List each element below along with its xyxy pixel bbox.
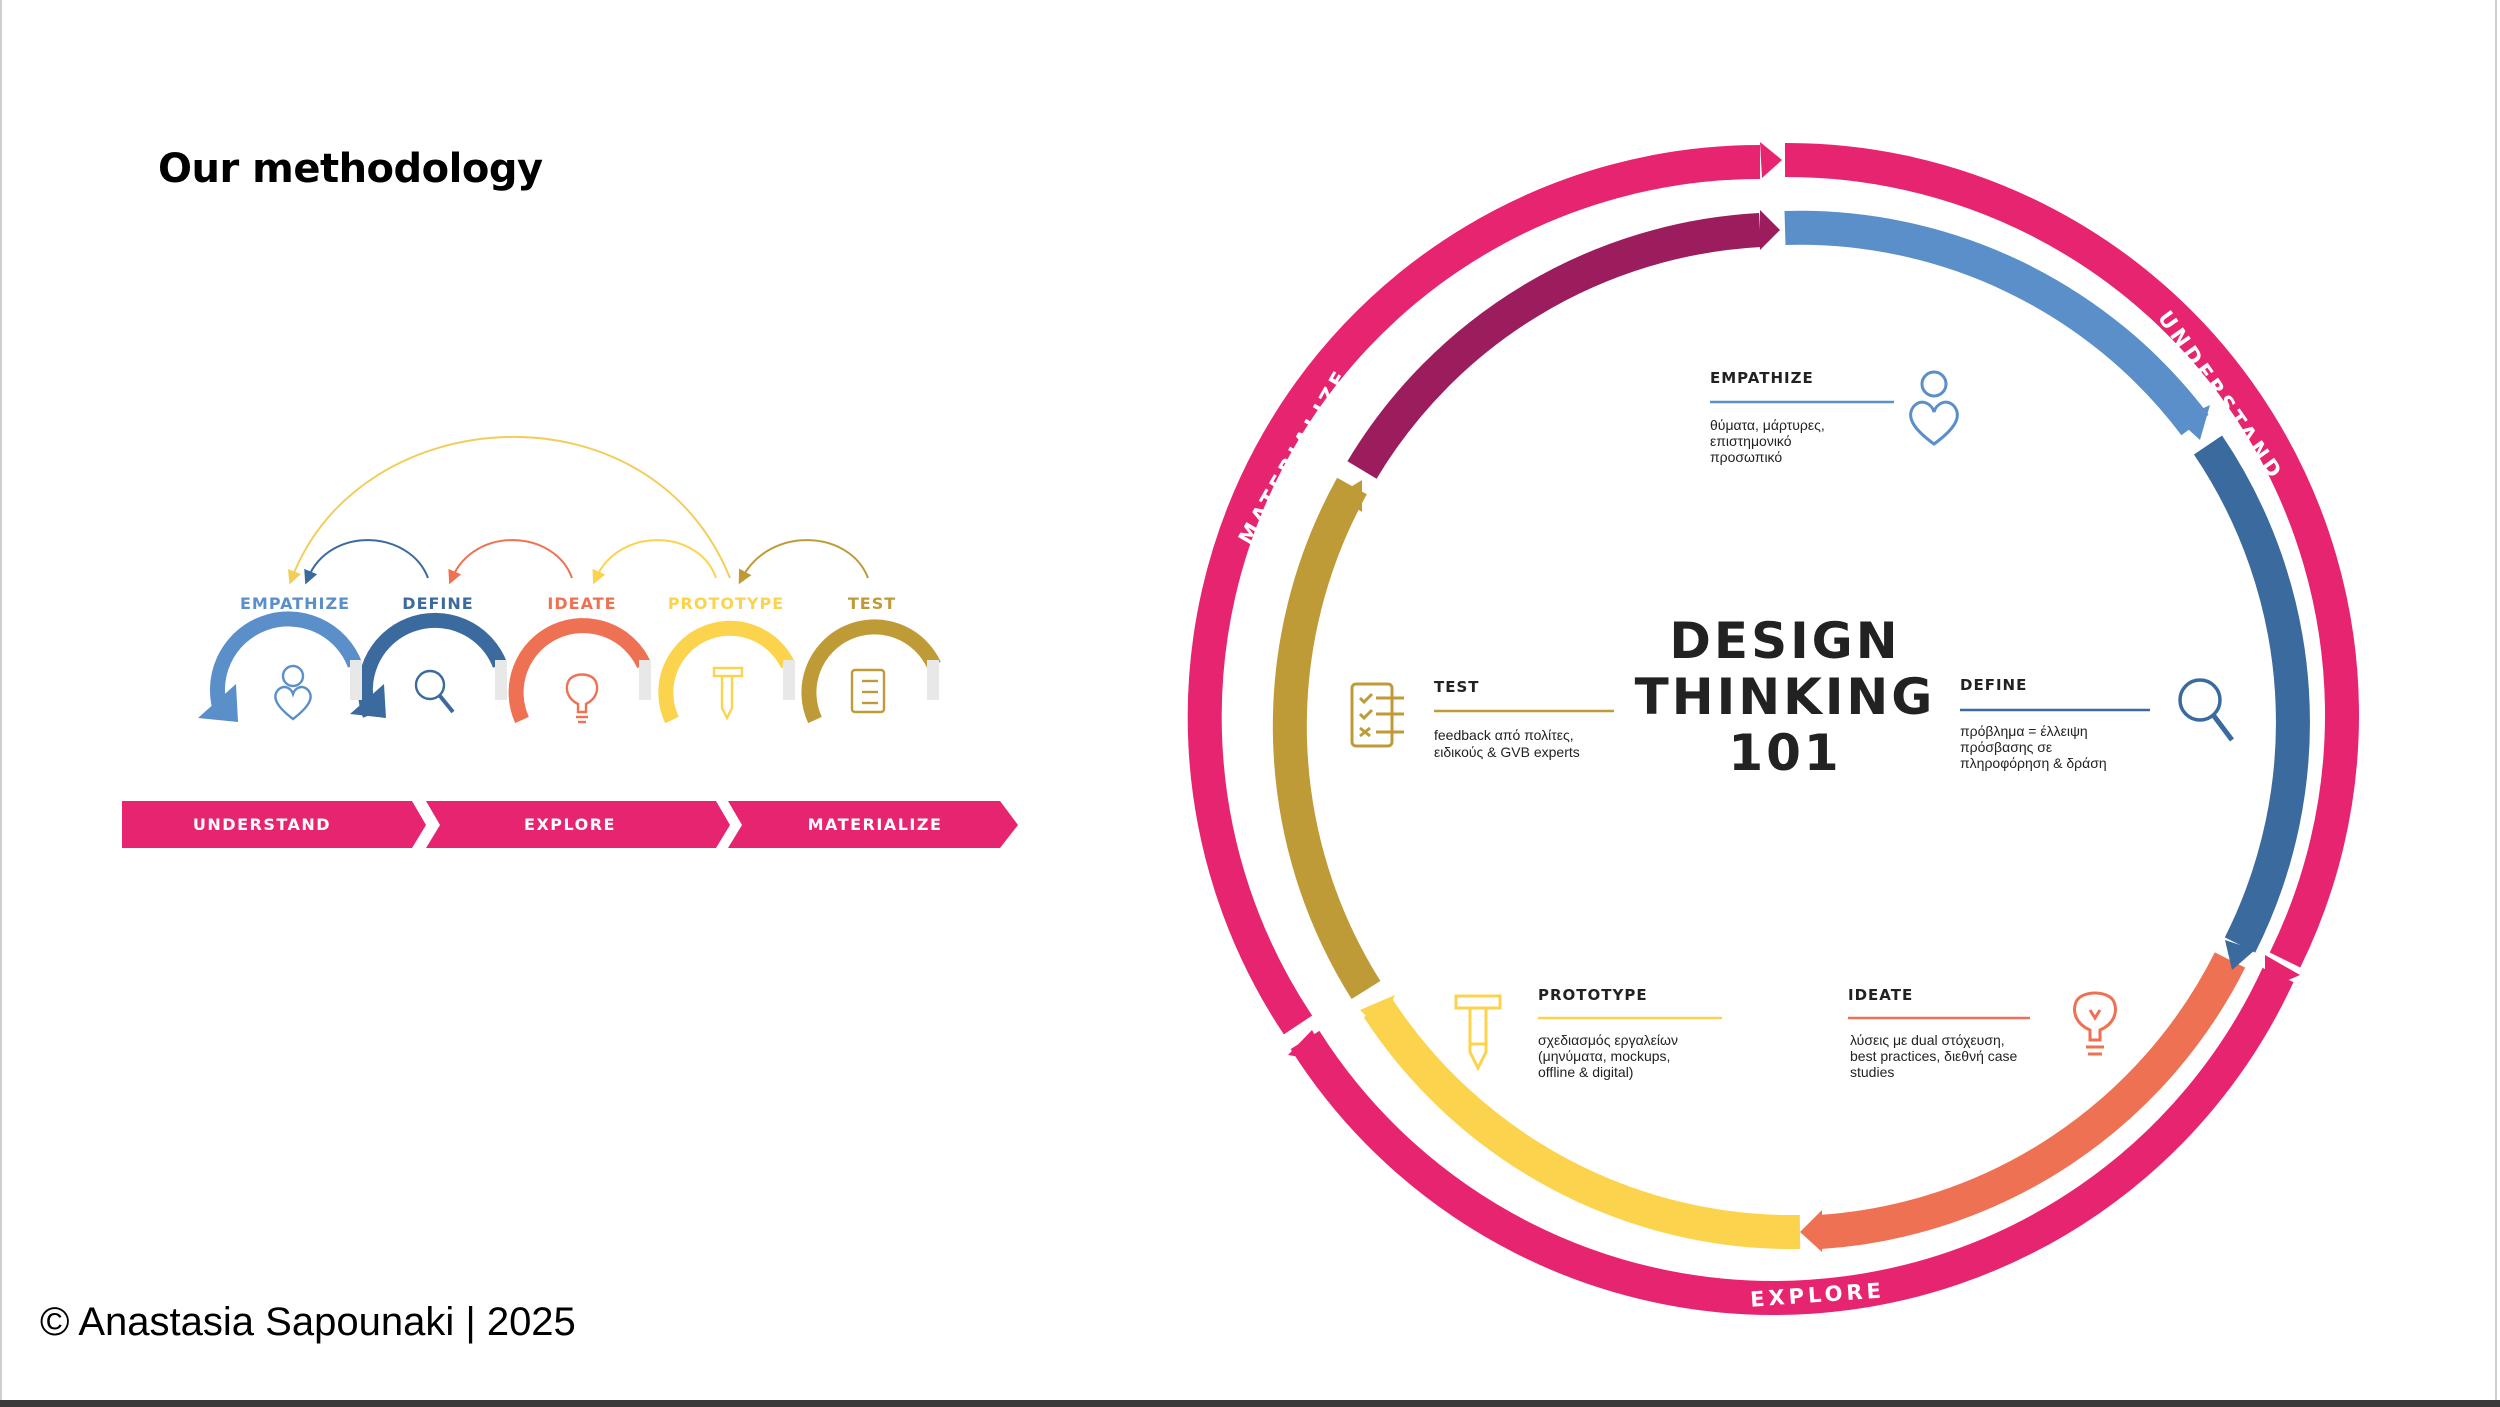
- band-label-explore: EXPLORE: [524, 815, 616, 834]
- inner-arc-test: [1272, 477, 1381, 1000]
- center-title-line-3: 101: [1728, 724, 1841, 782]
- center-title-line-1: DESIGN: [1669, 612, 1900, 670]
- lightbulb-icon: [565, 673, 599, 724]
- cycle-step-define: DEFINE πρόβλημα = έλλειψη πρόσβασης σε π…: [1960, 676, 2234, 771]
- phase-band-understand: UNDERSTAND: [122, 801, 426, 848]
- phase-label-empathize: EMPATHIZE: [240, 594, 350, 613]
- step-desc-test-2: ειδικούς & GVB experts: [1434, 744, 1580, 760]
- phase-ring-define: [350, 612, 507, 718]
- phase-label-prototype: PROTOTYPE: [668, 594, 784, 613]
- inner-arc-ideate: [1818, 952, 2246, 1249]
- checklist-icon: [850, 668, 886, 714]
- band-label-materialize: MATERIALIZE: [808, 815, 943, 834]
- magnifier-icon: [2178, 678, 2234, 742]
- inner-arc-define: [2193, 435, 2310, 953]
- cycle-step-empathize: EMPATHIZE θύματα, μάρτυρες, επιστημονικό…: [1710, 369, 1959, 465]
- small-process-diagram: EMPATHIZE DEFINE IDEATE PROTOTYPE TEST: [122, 435, 1018, 848]
- outer-arc-materialize: [1187, 145, 1761, 1035]
- arrow-prototype-to-ideate: [592, 539, 717, 585]
- phase-label-ideate: IDEATE: [547, 594, 616, 613]
- design-thinking-cycle: [1187, 142, 2360, 1315]
- step-title-empathize: EMPATHIZE: [1710, 369, 1814, 387]
- step-title-ideate: IDEATE: [1848, 986, 1913, 1004]
- arrow-test-to-empathize: [287, 435, 731, 585]
- center-title-line-2: THINKING: [1635, 668, 1936, 726]
- outer-ring: [1187, 142, 2360, 1315]
- hammer-pencil-icon: [1454, 994, 1502, 1072]
- bottom-bar: [0, 1400, 2500, 1407]
- step-desc-empathize-1: θύματα, μάρτυρες,: [1710, 417, 1825, 433]
- step-desc-test-1: feedback από πολίτες,: [1434, 727, 1574, 743]
- lightbulb-icon: [2073, 991, 2117, 1056]
- band-label-understand: UNDERSTAND: [193, 815, 331, 834]
- step-desc-define-1: πρόβλημα = έλλειψη: [1960, 723, 2088, 739]
- step-title-prototype: PROTOTYPE: [1538, 986, 1648, 1004]
- cycle-step-prototype: PROTOTYPE σχεδιασμός εργαλείων (μηνύματα…: [1454, 986, 1722, 1080]
- step-desc-prototype-3: offline & digital): [1538, 1064, 1633, 1080]
- step-desc-ideate-2: best practices, διεθνή case: [1850, 1048, 2018, 1064]
- magnifier-icon: [414, 669, 455, 714]
- feedback-arrows: [287, 435, 869, 585]
- ring-gaps: [350, 660, 939, 700]
- inner-arc-prototype: [1363, 998, 1801, 1250]
- step-title-define: DEFINE: [1960, 676, 2027, 694]
- copyright-notice: © Anastasia Sapounaki | 2025: [40, 1300, 576, 1344]
- phase-band-explore: EXPLORE: [426, 801, 730, 848]
- phase-ring-test: [801, 619, 941, 724]
- step-desc-prototype-2: (μηνύματα, mockups,: [1538, 1048, 1670, 1064]
- arrow-ideate-to-define: [448, 539, 573, 585]
- step-desc-ideate-3: studies: [1850, 1064, 1894, 1080]
- phase-ring-prototype: [658, 620, 795, 724]
- phase-ring-empathize: [198, 611, 363, 722]
- phase-label-test: TEST: [848, 594, 896, 613]
- phase-band-materialize: MATERIALIZE: [728, 801, 1018, 848]
- hammer-pencil-icon: [712, 666, 744, 721]
- phase-label-define: DEFINE: [402, 594, 473, 613]
- inner-arc-empathize: [1784, 210, 2209, 436]
- step-desc-prototype-1: σχεδιασμός εργαλείων: [1538, 1032, 1678, 1048]
- phase-ring-ideate: [508, 618, 651, 724]
- outer-arc-explore: [1290, 967, 2294, 1315]
- step-desc-define-2: πρόσβασης σε: [1960, 739, 2052, 755]
- page-title: Our methodology: [158, 146, 543, 192]
- step-desc-define-3: πληροφόρηση & δράση: [1960, 755, 2107, 771]
- arrow-test-to-prototype: [738, 539, 869, 585]
- step-title-test: TEST: [1434, 678, 1480, 696]
- step-desc-empathize-2: επιστημονικό: [1710, 433, 1792, 449]
- inner-arc-materialize: [1347, 213, 1761, 479]
- cycle-step-ideate: IDEATE λύσεις με dual στόχευση, best pra…: [1848, 986, 2117, 1080]
- cycle-step-test: TEST feedback από πολίτες, ειδικούς & GV…: [1350, 678, 1614, 760]
- person-heart-icon: [274, 664, 312, 721]
- step-desc-empathize-3: προσωπικό: [1710, 449, 1782, 465]
- outer-arc-understand: [1784, 142, 2360, 968]
- person-heart-icon: [1909, 370, 1959, 446]
- step-desc-ideate-1: λύσεις με dual στόχευση,: [1850, 1032, 2005, 1048]
- arrow-define-to-empathize: [304, 539, 429, 585]
- checklist-icon: [1350, 682, 1404, 748]
